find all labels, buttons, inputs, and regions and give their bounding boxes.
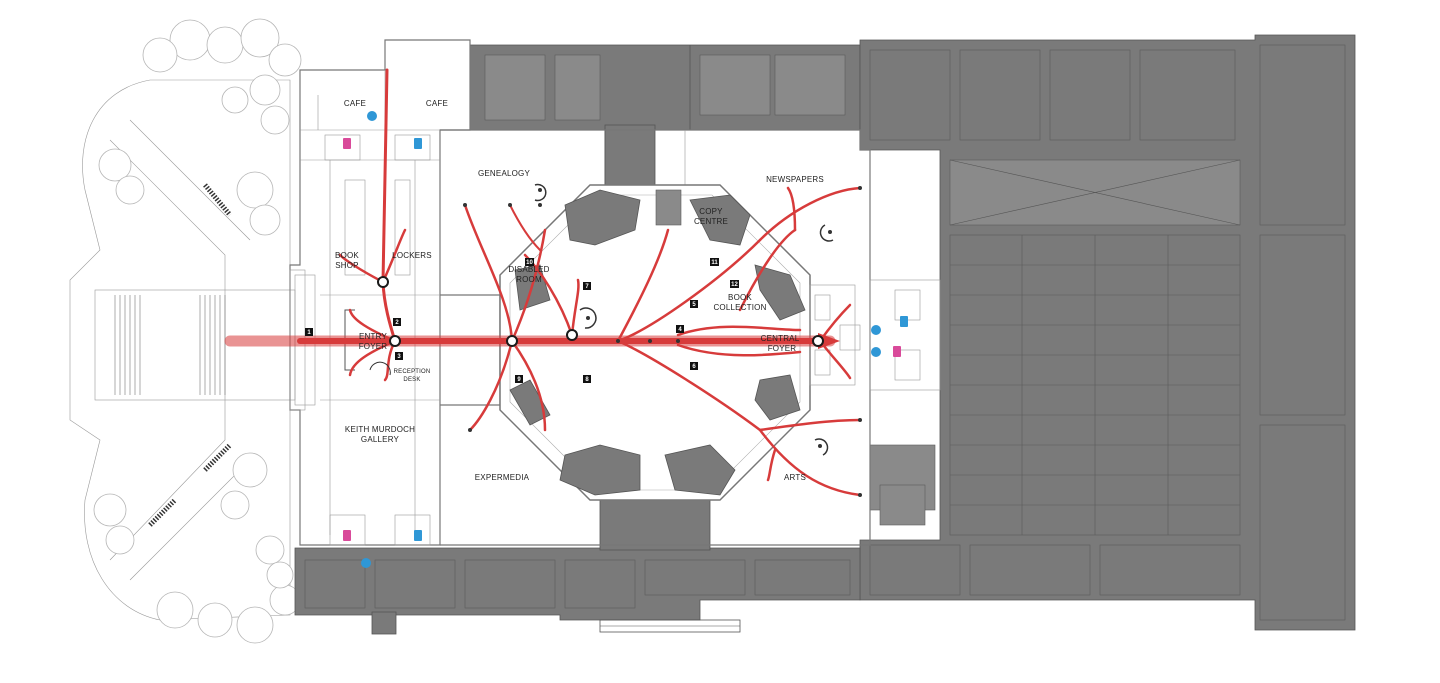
room-label-book-shop-2: SHOP [335, 261, 358, 270]
route-marker: 7 [583, 282, 591, 290]
svg-text:6: 6 [692, 364, 696, 370]
room-label-entry-foyer-2: FOYER [359, 342, 388, 351]
svg-text:12: 12 [731, 282, 738, 288]
visitor-flow-lines [224, 68, 862, 497]
route-marker: 8 [583, 375, 591, 383]
room-label-disabled-room-1: DISABLED [508, 265, 549, 274]
route-marker: 5 [690, 300, 698, 308]
room-label-central-foyer-1: CENTRAL [761, 334, 800, 343]
svg-text:2: 2 [395, 320, 399, 326]
room-label-keith-murdoch-2: GALLERY [361, 435, 400, 444]
central-foyer-structure [809, 279, 941, 391]
route-markers: 1 2 3 4 5 6 7 8 9 10 11 12 [305, 258, 739, 383]
svg-text:5: 5 [692, 302, 696, 308]
grey-service-areas [294, 34, 1356, 635]
room-label-reception-desk-1: RECEPTION [394, 369, 431, 375]
room-label-reception-desk-2: DESK [403, 377, 420, 383]
accessible-icon [361, 111, 881, 568]
room-label-genealogy: GENEALOGY [478, 169, 531, 178]
room-label-book-collection-1: BOOK [728, 293, 752, 302]
svg-text:8: 8 [585, 377, 589, 383]
svg-text:4: 4 [678, 327, 682, 333]
room-label-lockers: LOCKERS [392, 251, 432, 260]
tree-icon [93, 18, 302, 644]
route-marker: 3 [395, 352, 403, 360]
room-labels: CAFE CAFE GENEALOGY NEWSPAPERS COPY CENT… [335, 99, 824, 482]
female-toilet-icon [343, 138, 901, 541]
room-label-keith-murdoch-1: KEITH MURDOCH [345, 425, 415, 434]
info-desk-icon [369, 183, 834, 456]
circulation-node-icon [377, 186, 862, 497]
bottom-stair [599, 619, 741, 633]
route-marker: 11 [710, 258, 719, 266]
male-toilet-icon [414, 138, 908, 541]
svg-text:3: 3 [397, 354, 401, 360]
room-label-copy-centre-1: COPY [699, 207, 723, 216]
route-marker: 1 [305, 328, 313, 336]
route-marker: 4 [676, 325, 684, 333]
svg-text:7: 7 [585, 284, 589, 290]
route-marker: 10 [525, 258, 534, 266]
room-label-book-collection-2: COLLECTION [713, 303, 766, 312]
room-label-book-shop-1: BOOK [335, 251, 359, 260]
route-marker: 9 [515, 375, 523, 383]
svg-text:11: 11 [711, 260, 718, 266]
room-label-copy-centre-2: CENTRE [694, 217, 728, 226]
svg-text:9: 9 [517, 377, 521, 383]
room-label-expermedia: EXPERMEDIA [475, 473, 530, 482]
room-label-cafe-left: CAFE [344, 99, 366, 108]
room-label-newspapers: NEWSPAPERS [766, 175, 824, 184]
room-label-entry-foyer-1: ENTRY [359, 332, 387, 341]
svg-text:1: 1 [307, 330, 311, 336]
walls [289, 39, 871, 546]
svg-text:10: 10 [526, 260, 533, 266]
route-marker: 12 [730, 280, 739, 288]
room-label-central-foyer-2: FOYER [768, 344, 797, 353]
room-label-cafe-right: CAFE [426, 99, 448, 108]
route-marker: 2 [393, 318, 401, 326]
room-label-disabled-room-2: ROOM [516, 275, 542, 284]
room-label-arts: ARTS [784, 473, 806, 482]
route-marker: 6 [690, 362, 698, 370]
